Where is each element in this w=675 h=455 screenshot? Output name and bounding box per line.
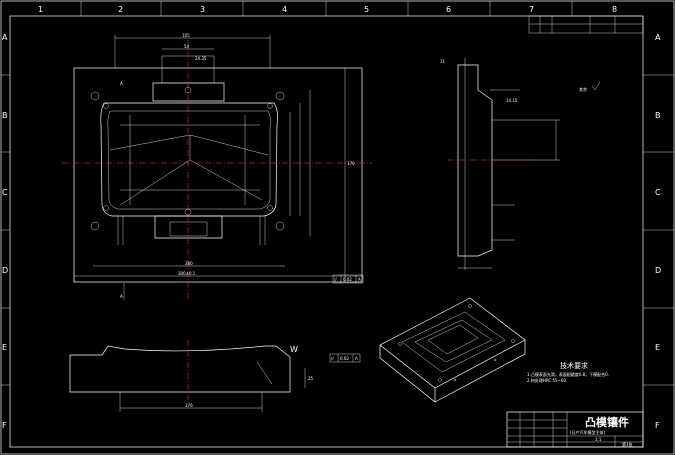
- row-label-b: B: [655, 111, 661, 120]
- section-mark-bottom: A: [120, 294, 123, 299]
- col-label-3: 3: [200, 5, 205, 14]
- section-view: 176 25 W: [69, 340, 314, 412]
- title-part-name: 凸模镶件: [585, 415, 629, 429]
- tol2-value: 0.02: [340, 356, 349, 361]
- dim-top-small: 24.35: [195, 56, 207, 61]
- row-label-f: F: [655, 421, 660, 430]
- tol1-value: 0.02: [343, 277, 352, 282]
- row-label-a: A: [655, 33, 661, 42]
- tolerance-frame-1: // 0.02 A: [332, 274, 364, 284]
- section-dim-span: 176: [185, 403, 193, 408]
- row-label-d-left: D: [2, 266, 8, 275]
- side-dim-top: 11: [440, 59, 446, 64]
- tol2-datum: A: [355, 356, 358, 361]
- section-mark-top: A: [120, 81, 123, 86]
- row-label-c-left: C: [2, 188, 8, 197]
- row-label-e-left: E: [2, 343, 7, 352]
- row-label-c: C: [655, 188, 661, 197]
- tech-req-line-2: 2.热处理HRC 55~60.: [527, 377, 567, 383]
- row-label-a-left: A: [2, 33, 8, 42]
- dim-bottom-overall: 300±0.1: [178, 271, 196, 276]
- tol2-symbol: //: [331, 356, 334, 361]
- isometric-view: [379, 297, 526, 403]
- technical-requirements: 技术要求 1.凸模表面光滑，表面粗糙度0.8，下模配合0. 2.热处理HRC 5…: [527, 361, 609, 383]
- col-label-8: 8: [612, 5, 617, 14]
- plan-view: 105 54 24.35 280 300±0.1 170 A A: [62, 33, 372, 300]
- dim-right-height: 170: [347, 161, 355, 166]
- dim-bottom-width: 280: [185, 261, 193, 266]
- column-labels: 1 2 3 4 5 6 7 8: [38, 5, 617, 14]
- title-block: 凸模镶件 (日产汽车模型主体) 1:1 第1张: [506, 411, 644, 448]
- col-label-7: 7: [529, 5, 534, 14]
- title-sheet: 第1张: [622, 441, 633, 447]
- tol1-symbol: //: [334, 277, 337, 282]
- col-label-4: 4: [282, 5, 287, 14]
- row-label-d: D: [655, 266, 661, 275]
- section-label-w: W: [290, 345, 298, 354]
- side-view: 11 14.15: [440, 58, 560, 270]
- tolerance-frame-2: // 0.02 A: [329, 353, 361, 363]
- side-dim-small: 14.15: [506, 98, 518, 103]
- row-labels: A B C D E F A B C D E F: [2, 33, 661, 430]
- roughness-note: 其余: [579, 81, 601, 92]
- title-scale: 1:1: [595, 437, 602, 442]
- dim-top-inner: 54: [184, 44, 190, 49]
- tech-req-heading: 技术要求: [560, 361, 588, 370]
- row-label-e: E: [655, 343, 660, 352]
- col-label-6: 6: [446, 5, 451, 14]
- col-label-2: 2: [118, 5, 123, 14]
- tech-req-line-1: 1.凸模表面光滑，表面粗糙度0.8，下模配合0.: [527, 371, 609, 377]
- row-label-b-left: B: [2, 111, 8, 120]
- col-label-1: 1: [38, 5, 43, 14]
- tol1-datum: A: [358, 277, 361, 282]
- col-label-5: 5: [364, 5, 369, 14]
- dim-top-overall: 105: [182, 33, 190, 38]
- revision-table: [528, 15, 644, 34]
- row-label-f-left: F: [2, 421, 7, 430]
- title-sub-name: (日产汽车模型主体): [570, 429, 606, 435]
- roughness-text: 其余: [579, 86, 587, 92]
- section-dim-depth: 25: [308, 376, 314, 381]
